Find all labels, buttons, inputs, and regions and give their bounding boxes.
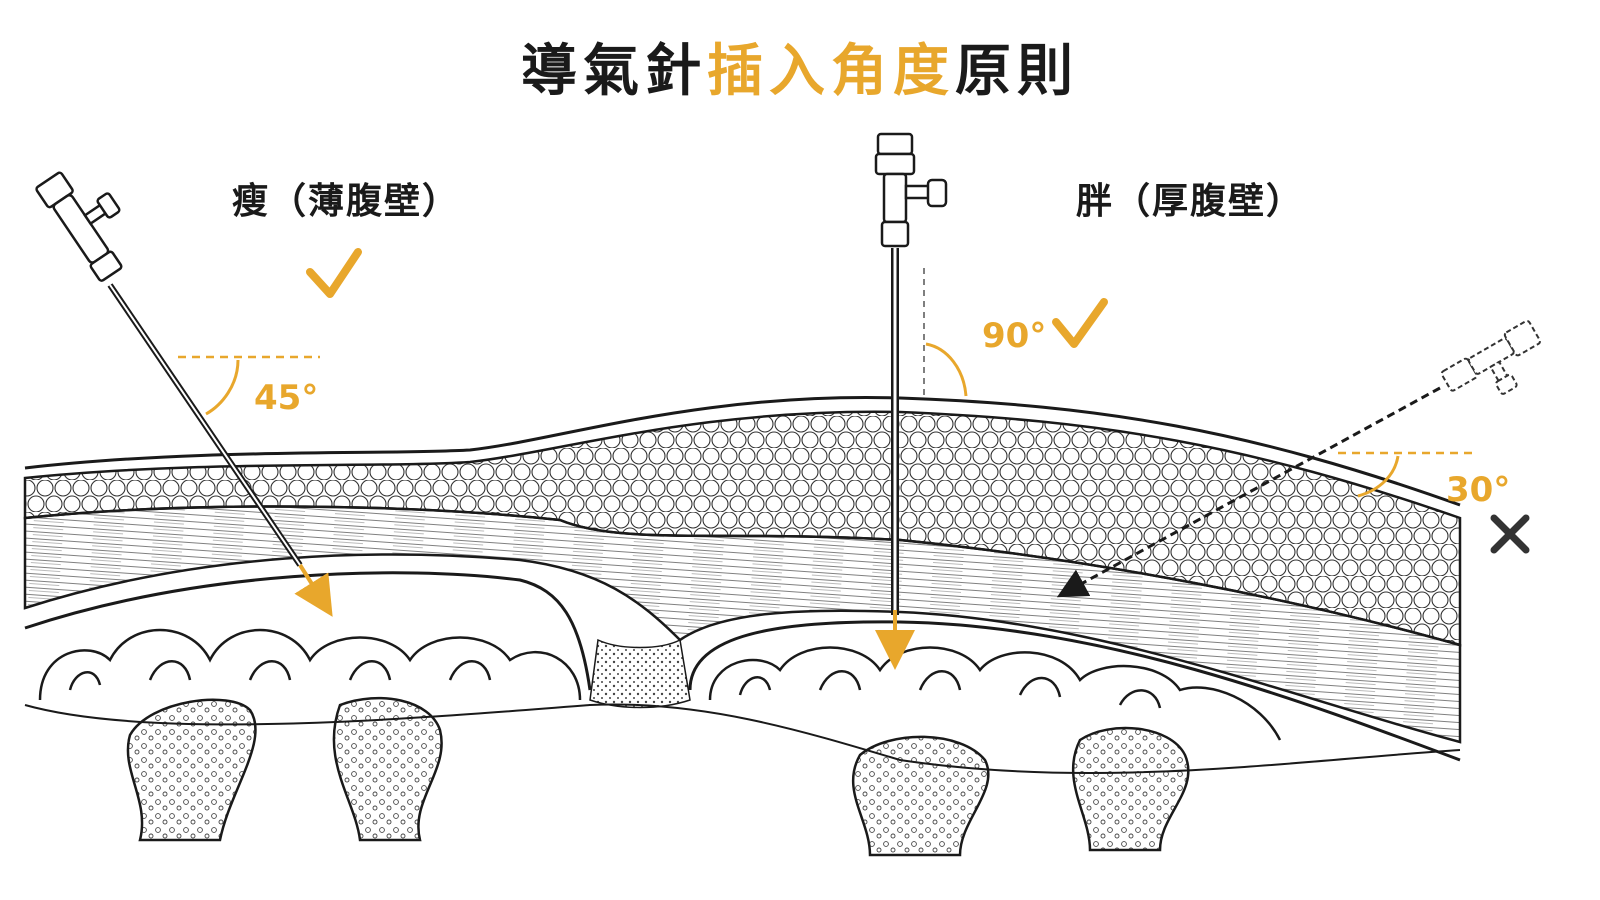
needle-shaft-dashed xyxy=(1056,386,1441,598)
check-icon xyxy=(306,248,362,298)
page-title: 導氣針插入角度原則 xyxy=(0,26,1600,107)
title-highlight: 插入角度 xyxy=(707,39,955,104)
angle-label-45: 45° xyxy=(254,378,319,418)
title-part1: 導氣針 xyxy=(521,39,707,104)
bones xyxy=(126,696,1190,857)
peritoneum-right xyxy=(688,620,1461,762)
peritoneum-left xyxy=(24,571,592,691)
label-thin-wall: 瘦（薄腹壁） xyxy=(232,181,461,222)
needle-hub xyxy=(1440,319,1541,395)
linea-alba xyxy=(589,638,691,709)
angle-label-90: 90° xyxy=(982,316,1047,356)
angle-arc xyxy=(925,342,968,397)
needle-hub xyxy=(874,132,948,248)
needle-thick-90 xyxy=(874,132,968,670)
needle-hub xyxy=(35,171,123,282)
cross-icon xyxy=(1490,514,1530,554)
intestines-right xyxy=(708,646,1282,741)
title-part2: 原則 xyxy=(955,39,1079,104)
angle-arc xyxy=(1357,455,1400,498)
insertion-arrow xyxy=(294,563,333,617)
muscle-layer xyxy=(23,505,1462,744)
skin-layer xyxy=(24,396,1461,507)
angle-arc xyxy=(205,359,240,416)
lower-body-contour xyxy=(24,703,1461,774)
needle-thick-30 xyxy=(1056,319,1541,598)
label-thick-wall: 胖（厚腹壁） xyxy=(1076,181,1305,222)
check-icon xyxy=(1052,298,1108,348)
intestines-left xyxy=(38,628,582,701)
needle-thin-45 xyxy=(35,171,333,617)
angle-label-30: 30° xyxy=(1446,470,1511,510)
